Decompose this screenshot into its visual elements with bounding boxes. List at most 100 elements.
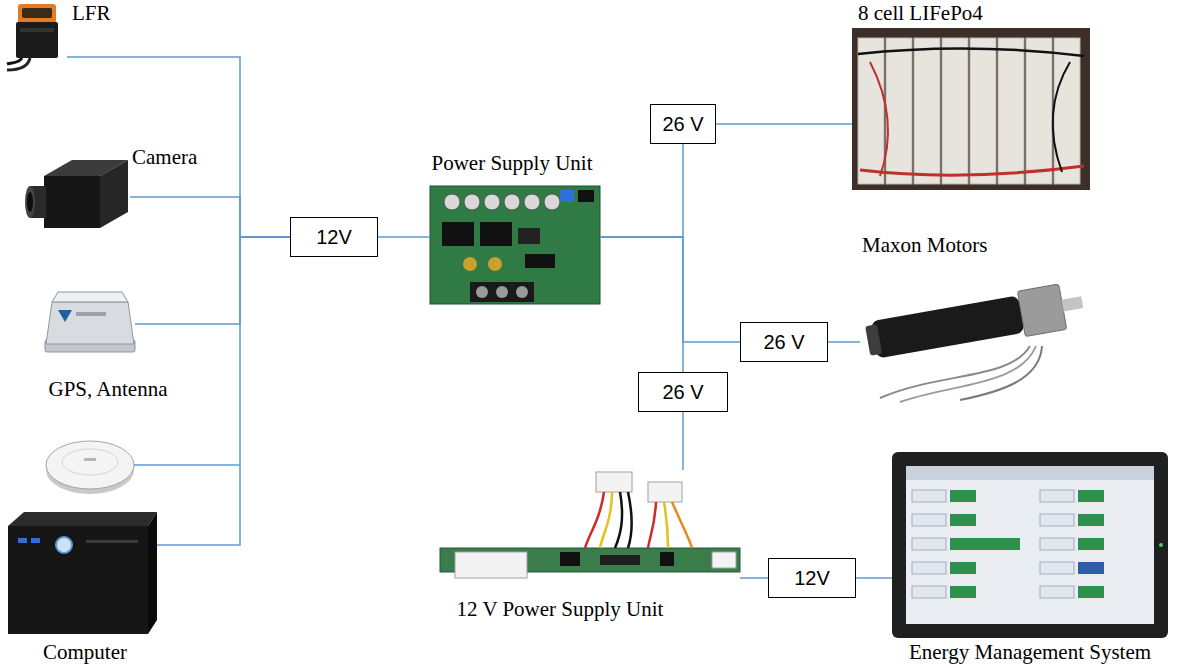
touch-panel-picture	[912, 586, 946, 598]
power-line	[378, 236, 430, 238]
power-line	[130, 197, 290, 237]
touch-panel-picture	[950, 562, 976, 574]
battery-pack-picture	[870, 62, 888, 176]
touch-panel-picture	[950, 490, 976, 502]
computer-picture	[56, 537, 72, 553]
dc-power-supply-picture	[664, 502, 668, 548]
power-supply-board-picture	[516, 286, 528, 298]
motor-picture	[864, 281, 1087, 364]
touch-panel-picture	[906, 466, 1154, 624]
voltage-label: 26 V	[763, 331, 804, 354]
touch-panel-picture	[906, 466, 1154, 480]
camera-picture	[27, 192, 33, 212]
power-supply-board-picture	[525, 254, 555, 268]
power-supply-board-picture	[488, 257, 502, 271]
laser-rangefinder-picture	[20, 28, 54, 32]
camera-picture	[44, 176, 100, 228]
gps-antenna-picture	[46, 441, 134, 489]
power-supply-board-picture	[430, 186, 600, 304]
dc-power-supply-picture	[600, 555, 640, 565]
camera-picture	[25, 186, 35, 218]
power-line	[682, 412, 684, 470]
touch-panel-picture	[1040, 490, 1074, 502]
voltage-box: 26 V	[740, 322, 828, 362]
computer-picture	[18, 538, 27, 543]
device-label: Energy Management System	[909, 641, 1151, 664]
dc-power-supply-picture	[455, 552, 527, 578]
motor-picture	[900, 346, 1036, 402]
laser-rangefinder-picture	[22, 8, 52, 18]
power-supply-board-picture	[524, 194, 540, 210]
dc-power-supply-picture	[712, 552, 736, 568]
motor-picture	[870, 295, 1024, 358]
battery-pack-picture	[942, 38, 968, 184]
device-label: 12 V Power Supply Unit	[457, 598, 664, 621]
touch-panel-picture	[1078, 490, 1104, 502]
computer-picture	[8, 512, 157, 526]
gps-receiver-picture	[45, 292, 135, 352]
power-line	[600, 144, 683, 237]
touch-panel-picture	[1078, 586, 1104, 598]
device-node: Power Supply Unit	[430, 186, 600, 304]
power-supply-board-picture	[470, 282, 534, 302]
device-node: Maxon Motors	[860, 290, 1092, 405]
power-supply-board-picture	[476, 286, 488, 298]
device-label: Computer	[43, 641, 127, 664]
touch-panel-picture	[1040, 562, 1074, 574]
voltage-box: 12V	[290, 217, 378, 257]
gps-receiver-picture	[58, 310, 72, 322]
battery-pack-picture	[860, 166, 1084, 175]
gps-receiver-picture	[52, 292, 128, 302]
touch-panel-picture	[912, 490, 946, 502]
voltage-label: 12V	[316, 226, 352, 249]
camera-picture	[25, 160, 128, 228]
laser-rangefinder-picture	[18, 4, 56, 24]
gps-receiver-picture	[46, 302, 134, 344]
touch-panel-picture	[912, 514, 946, 526]
power-supply-board-picture	[578, 190, 594, 202]
touch-panel-picture	[1159, 543, 1163, 547]
battery-pack-picture	[970, 38, 996, 184]
power-line	[600, 237, 683, 372]
device-label: Power Supply Unit	[431, 152, 592, 175]
device-label: LFR	[72, 2, 111, 25]
laser-rangefinder-picture	[16, 22, 58, 58]
device-node: Computer	[8, 512, 157, 634]
motor-picture	[1017, 284, 1066, 337]
dc-power-supply-picture	[560, 552, 580, 566]
power-supply-board-picture	[444, 194, 460, 210]
power-line	[67, 57, 290, 237]
laser-rangefinder-picture	[7, 58, 30, 70]
power-line	[740, 577, 768, 579]
battery-pack-picture	[858, 38, 884, 184]
voltage-label: 12V	[794, 567, 830, 590]
device-node: LFR	[5, 2, 67, 72]
power-supply-board-picture	[463, 257, 477, 271]
power-line	[157, 237, 290, 545]
power-line	[600, 237, 740, 342]
battery-pack-picture	[914, 38, 940, 184]
voltage-box: 12V	[768, 558, 856, 598]
touch-panel-picture	[1040, 586, 1074, 598]
power-supply-board-picture	[496, 286, 508, 298]
gps-antenna-picture	[46, 441, 134, 494]
antenna-wire	[134, 464, 240, 466]
gps-antenna-picture	[84, 458, 96, 461]
battery-pack-picture	[1026, 38, 1052, 184]
dc-power-supply-picture	[440, 472, 740, 578]
dc-power-supply-picture	[672, 502, 692, 548]
touch-panel-picture	[892, 452, 1168, 638]
voltage-label: 26 V	[662, 381, 703, 404]
device-label: Maxon Motors	[862, 234, 987, 257]
dc-power-supply-picture	[648, 482, 682, 502]
voltage-box: 26 V	[638, 372, 728, 412]
touch-panel-picture	[950, 514, 976, 526]
laser-rangefinder-picture	[7, 58, 22, 64]
motor-picture	[1062, 296, 1084, 311]
battery-pack-picture	[852, 28, 1090, 190]
motor-picture	[865, 324, 882, 356]
